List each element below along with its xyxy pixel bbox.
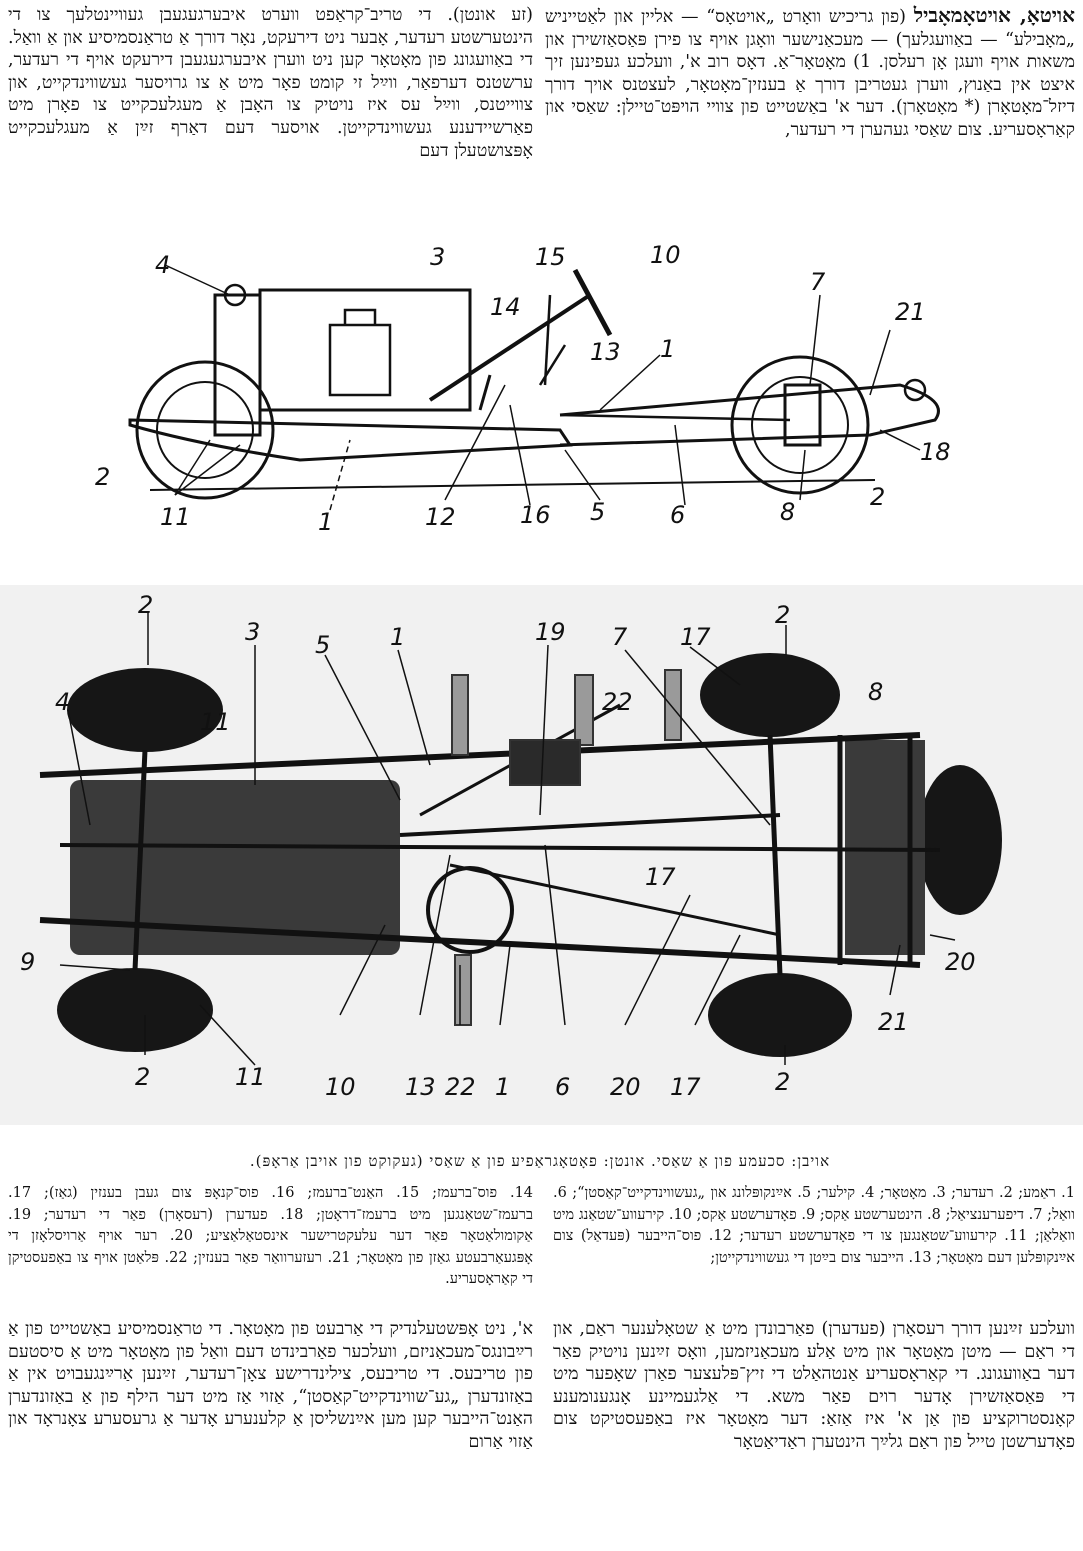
callout-label: 21 <box>878 1008 909 1036</box>
callout-label: 5 <box>315 631 330 659</box>
callout-label: 22 <box>602 688 633 716</box>
callout-label: 4 <box>55 688 70 716</box>
front-left-tire <box>67 668 223 752</box>
callout-label: 17 <box>670 1073 701 1101</box>
callout-label: 18 <box>920 438 951 466</box>
engine-block <box>70 780 400 955</box>
callout-label: 1 <box>318 508 333 536</box>
callout-label: 2 <box>870 483 885 511</box>
steering-wheel <box>426 866 514 954</box>
callout-label: 3 <box>430 243 445 271</box>
callout-label: 1 <box>390 623 405 651</box>
callout-label: 5 <box>590 498 605 526</box>
frame-rail-right <box>39 917 921 968</box>
frame-rail-left <box>39 732 921 778</box>
callout-label: 11 <box>160 503 191 531</box>
callout-label: 11 <box>235 1063 266 1091</box>
callout-label: 2 <box>775 1068 790 1096</box>
callout-label: 20 <box>945 948 976 976</box>
front-wheel <box>135 360 275 500</box>
callout-label: 1 <box>495 1073 510 1101</box>
callout-label: 8 <box>868 678 883 706</box>
callout-label: 19 <box>535 618 566 646</box>
callout-label: 17 <box>680 623 711 651</box>
callout-label: 3 <box>245 618 260 646</box>
fuel-tank <box>845 740 925 955</box>
callout-label: 7 <box>810 268 826 296</box>
article-body-top-left: (זע אונטן). די טריב־קראַפט ווערט איבערגע… <box>8 5 533 161</box>
callout-label: 20 <box>610 1073 641 1101</box>
callout-label: 22 <box>445 1073 476 1101</box>
callout-label: 10 <box>650 241 681 269</box>
callout-label: 4 <box>155 251 170 279</box>
callout-label: 9 <box>20 948 35 976</box>
article-column-top-left: (זע אונטן). די טריב־קראַפט ווערט איבערגע… <box>8 4 533 162</box>
article-body-bottom-left: א', ניט אָפּשטעלנדיק די אַרבעט פון מאָטא… <box>8 1319 533 1452</box>
callout-label: 12 <box>425 503 456 531</box>
callout-label: 2 <box>775 601 790 629</box>
callout-label: 14 <box>490 293 521 321</box>
callout-label: 17 <box>645 863 676 891</box>
callout-label: 7 <box>612 623 628 651</box>
article-column-top-right: אויטאָ, אויטאָמאָביל (פון גריכיש וואָרט … <box>545 4 1075 142</box>
legend-left: 14. פוס־ברעמז; 15. האַנט־ברעמז; 16. פוס־… <box>8 1185 534 1287</box>
rear-right-tire <box>708 973 852 1057</box>
spare-tire <box>918 765 1002 915</box>
rear-left-tire <box>700 653 840 737</box>
callout-label: 15 <box>535 243 566 271</box>
article-body-bottom-right: וועלכע זײַנען דורך רעסאָרן (פעדערן) פאַר… <box>553 1319 1075 1452</box>
callout-label: 2 <box>138 591 153 619</box>
callout-label: 10 <box>325 1073 356 1101</box>
callout-label: 21 <box>895 298 926 326</box>
legend-right: 1. ראַמע; 2. רעדער; 3. מאָטאָר; 4. קילער… <box>553 1185 1076 1266</box>
article-column-bottom-right: וועלכע זײַנען דורך רעסאָרן (פעדערן) פאַר… <box>553 1318 1075 1454</box>
callout-label: 8 <box>780 498 795 526</box>
figure-caption: אויבן: סכעמע פון אַ שאַסי. אונטן: פאָטאָ… <box>249 1152 831 1170</box>
callout-label: 13 <box>405 1073 436 1101</box>
callout-label: 11 <box>200 708 231 736</box>
callout-label: 6 <box>670 501 685 529</box>
callout-label: 1 <box>660 335 675 363</box>
callout-label: 13 <box>590 338 621 366</box>
callout-label: 16 <box>520 501 551 529</box>
callout-label: 6 <box>555 1073 570 1101</box>
front-right-tire <box>57 968 213 1052</box>
article-headword: אויטאָ, אויטאָמאָביל <box>913 3 1075 27</box>
article-body-top-right: (פון גריכיש וואָרט „אויטאָס“ — אליין און… <box>545 7 1075 140</box>
callout-label: 2 <box>95 463 110 491</box>
callout-label: 2 <box>135 1063 150 1091</box>
article-column-bottom-left: א', ניט אָפּשטעלנדיק די אַרבעט פון מאָטא… <box>8 1318 533 1454</box>
